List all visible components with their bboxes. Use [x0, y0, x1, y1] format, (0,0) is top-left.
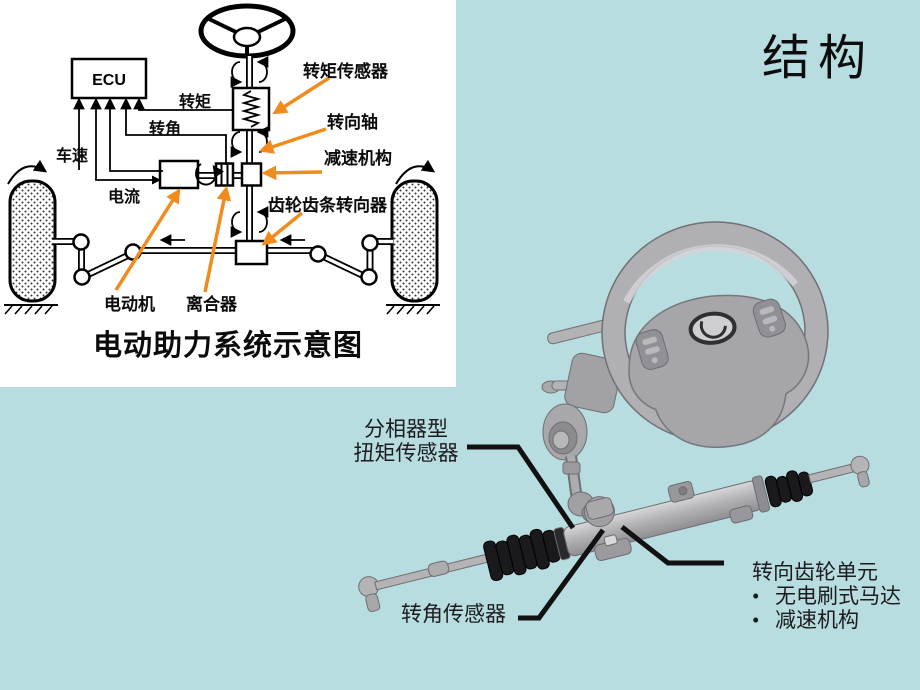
- page-title: 结构: [762, 32, 875, 85]
- gear-unit-item: • 减速机构: [752, 608, 859, 632]
- pointer-lines: [467, 444, 724, 621]
- label-clutch: 离合器: [186, 294, 238, 314]
- torque-sensor-label-line2: 扭矩传感器: [353, 441, 459, 465]
- label-current: 电流: [108, 187, 140, 206]
- label-rack-pinion: 齿轮齿条转向器: [268, 195, 388, 215]
- label-speed: 车速: [56, 146, 88, 165]
- schematic-panel: ECU: [0, 0, 456, 387]
- torque-sensor-label: 分相器型 扭矩传感器: [348, 417, 464, 465]
- wheel-logo-icon: [688, 311, 737, 345]
- gear-unit-label: 转向齿轮单元 • 无电刷式马达 • 减速机构: [752, 560, 901, 632]
- schematic-svg: ECU: [4, 3, 440, 362]
- rack-assembly: [358, 455, 870, 613]
- gear-unit-title: 转向齿轮单元: [752, 560, 878, 584]
- reduction-box: [240, 162, 263, 187]
- label-steering-shaft: 转向轴: [327, 112, 378, 132]
- ecu-box: ECU: [70, 57, 148, 100]
- steering-wheel-3d: [601, 221, 829, 448]
- rack-housing-box: [234, 239, 269, 266]
- label-motor: 电动机: [104, 294, 155, 314]
- label-torque: 转矩: [179, 92, 211, 111]
- label-torque-sensor: 转矩传感器: [303, 61, 389, 81]
- ecu-label: ECU: [92, 72, 126, 89]
- spring-symbol: [240, 90, 262, 128]
- schematic-caption: 电动助力系统示意图: [93, 328, 363, 362]
- gear-unit-item: • 无电刷式马达: [752, 584, 901, 608]
- orange-arrow-group: [114, 76, 330, 293]
- label-angle: 转角: [149, 119, 181, 138]
- label-reduction: 减速机构: [324, 148, 392, 168]
- bullet-icon: •: [752, 584, 760, 608]
- signal-lines: [73, 97, 233, 185]
- bullet-icon: •: [752, 608, 760, 632]
- angle-sensor-label: 转角传感器: [401, 602, 506, 626]
- torque-sensor-label-line1: 分相器型: [364, 417, 448, 441]
- motor-box: [158, 159, 200, 190]
